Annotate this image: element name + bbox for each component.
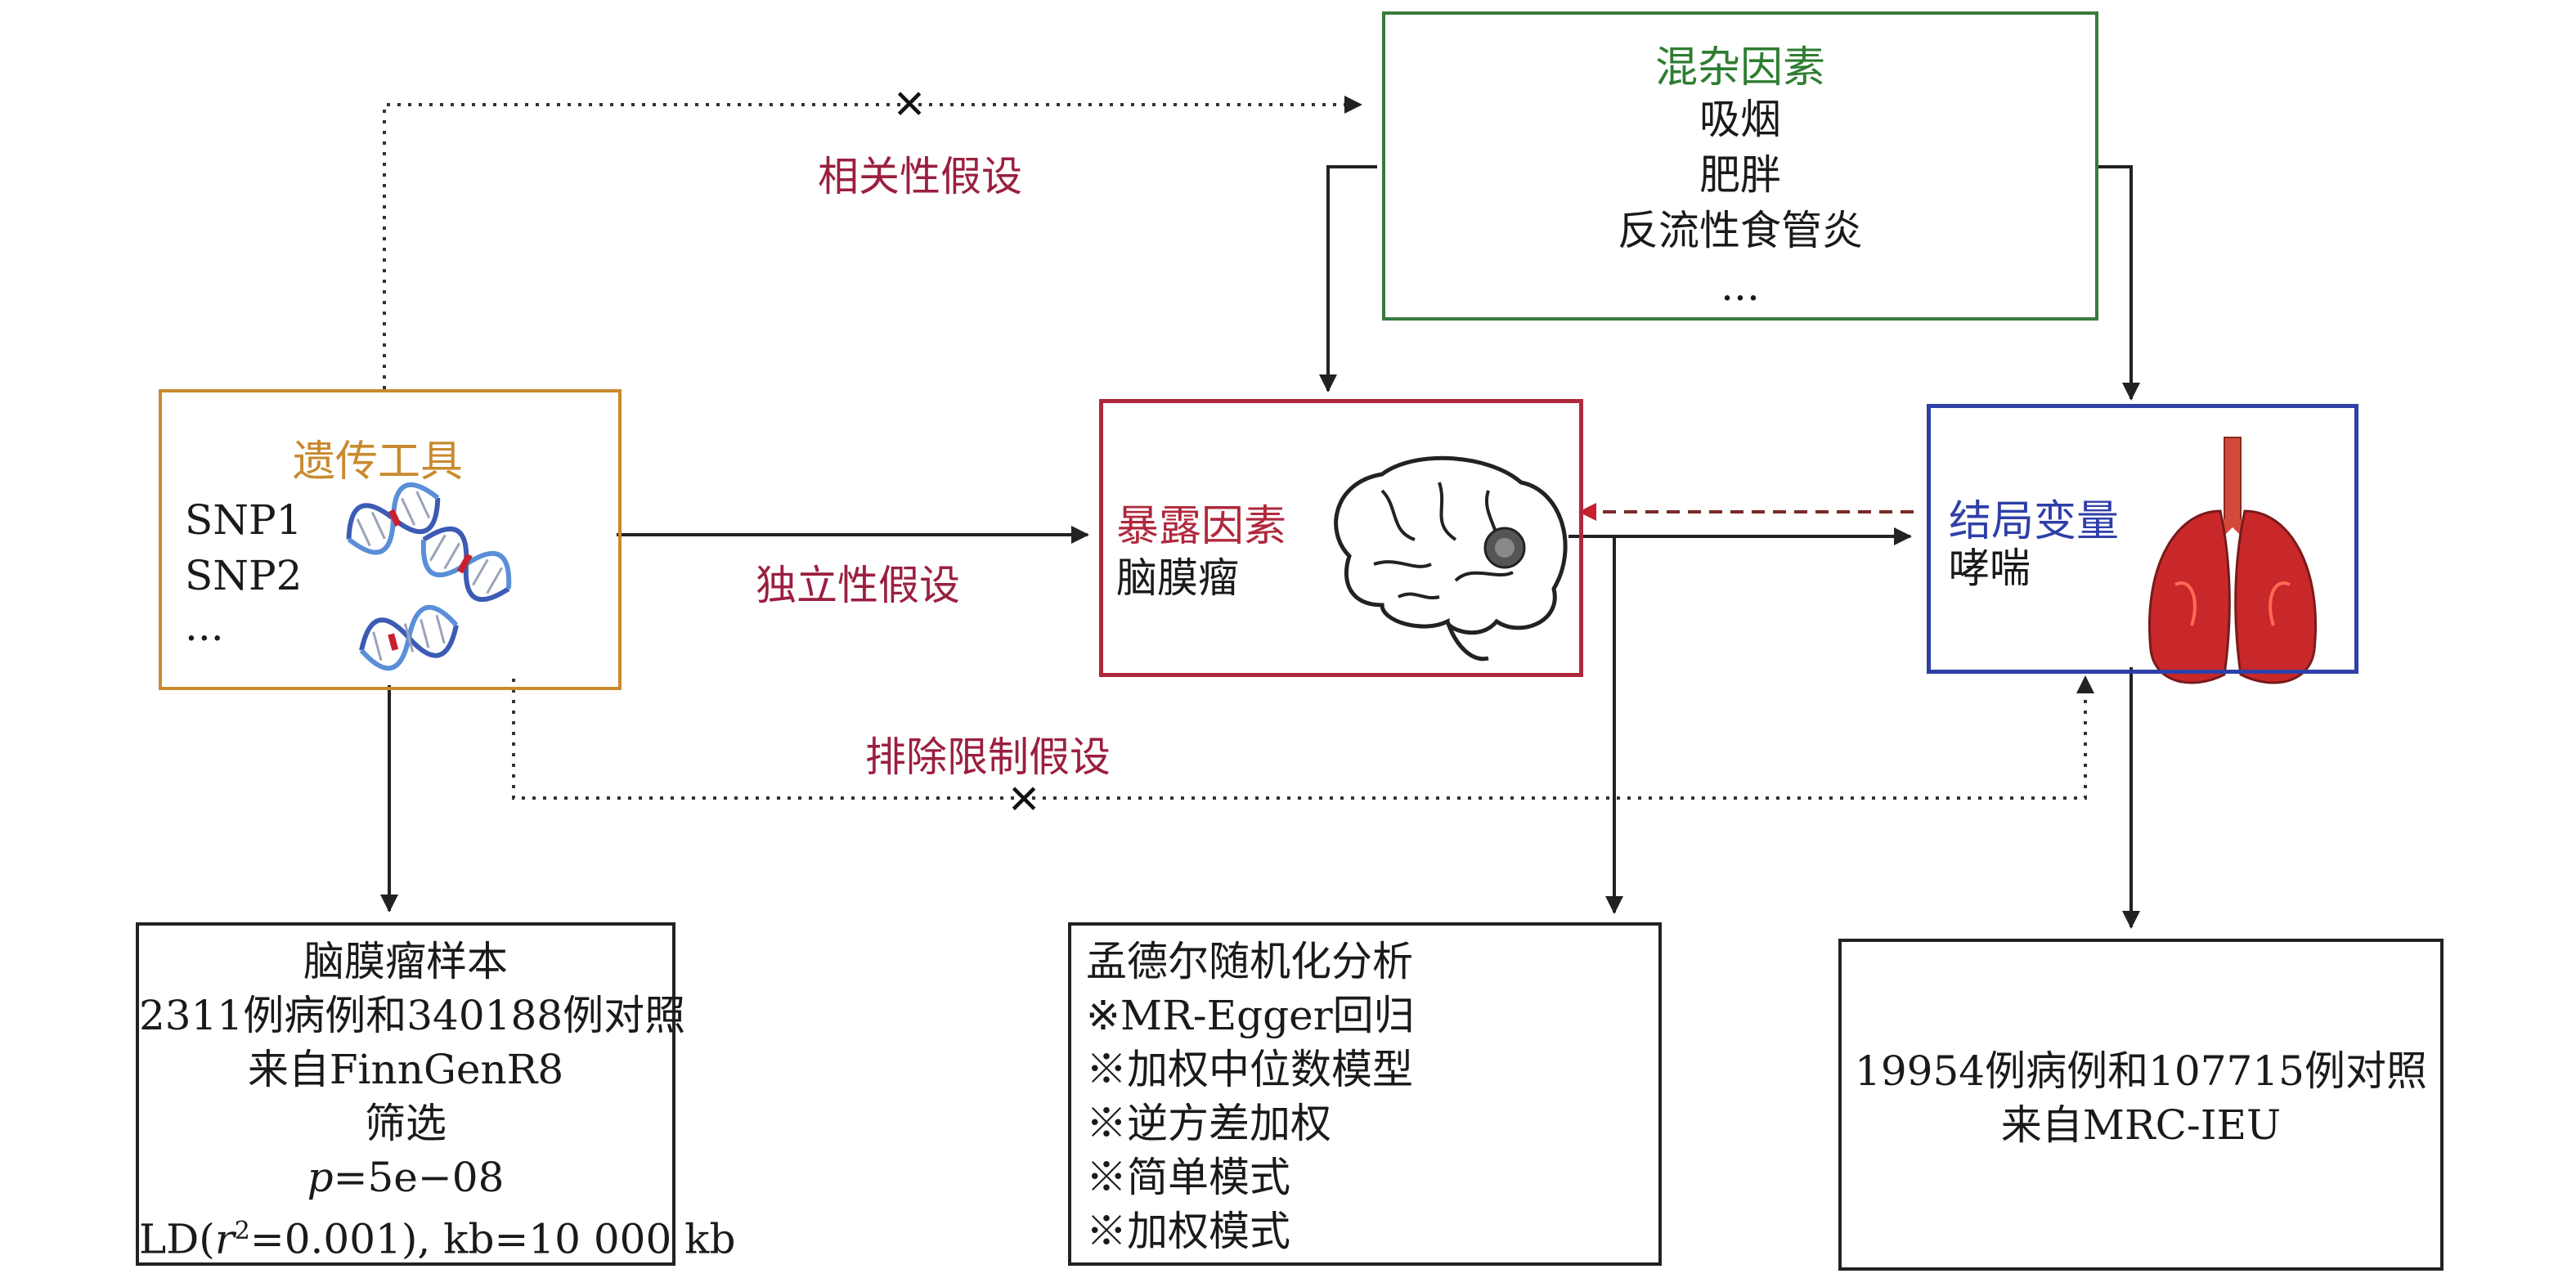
mr-methods-box: 孟德尔随机化分析 ※MR-Egger回归 ※加权中位数模型 ※逆方差加权 ※简单… (1068, 922, 1662, 1266)
confounder-to-exposure-arrow (1319, 165, 1377, 392)
ld-prefix: LD( (139, 1215, 215, 1263)
sample-line: 来自FinnGenR8 (247, 1046, 564, 1093)
genetic-instrument-box: 遗传工具 SNP1 SNP2 ... (159, 389, 622, 690)
exclusion-blocked-mark: × (1008, 769, 1039, 827)
method-item: ※加权中位数模型 (1086, 1046, 1413, 1093)
relevance-connector (383, 96, 1362, 389)
exposure-title: 暴露因素 (1116, 502, 1287, 551)
outcome-sample-line: 来自MRC-IEU (2000, 1101, 2282, 1149)
lungs-icon (2148, 437, 2317, 684)
confounder-item: 肥胖 (1699, 151, 1781, 199)
independence-assumption-label: 独立性假设 (756, 562, 960, 609)
sample-line: 脑膜瘤样本 (303, 938, 508, 985)
dna-icon (346, 482, 512, 671)
ld-line: LD(r2=0.001), kb=10 000 kb (139, 1204, 736, 1267)
meningioma-sample-box: 脑膜瘤样本 2311例病例和340188例对照 来自FinnGenR8 筛选 p… (136, 922, 736, 1267)
exposure-box: 暴露因素 脑膜瘤 (1099, 399, 1583, 677)
p-value-line: p=5e−08 (139, 1150, 672, 1205)
snp-item: SNP1 (185, 496, 303, 544)
ld-rest: =0.001), kb=10 000 kb (249, 1215, 736, 1263)
method-item: ※加权模式 (1086, 1208, 1290, 1255)
relevance-blocked-mark: × (894, 74, 924, 132)
instrument-title: 遗传工具 (293, 437, 464, 487)
ld-superscript: 2 (234, 1217, 250, 1245)
confounders-box: 混杂因素 吸烟 肥胖 反流性食管炎 ... (1382, 11, 2098, 321)
method-item: ※简单模式 (1086, 1154, 1290, 1201)
outcome-name: 哮喘 (1949, 545, 2031, 592)
exclusion-assumption-label: 排除限制假设 (865, 733, 1111, 781)
snp-item: SNP2 (185, 552, 303, 599)
snp-item: ... (185, 603, 224, 650)
outcome-sample-line: 19954例病例和107715例对照 (1855, 1047, 2427, 1095)
outcome-title: 结局变量 (1949, 497, 2120, 546)
asthma-sample-box: 19954例病例和107715例对照 来自MRC-IEU (1838, 939, 2444, 1271)
method-item: ※逆方差加权 (1086, 1100, 1331, 1147)
confounder-item: 反流性食管炎 (1618, 207, 1863, 254)
confounder-item: ... (1721, 262, 1760, 310)
sample-line: 2311例病例和340188例对照 (139, 992, 686, 1039)
confounder-item: 吸烟 (1699, 96, 1781, 143)
p-value: =5e−08 (333, 1154, 505, 1201)
brain-icon (1334, 455, 1568, 661)
ld-r-symbol: r (214, 1215, 235, 1263)
sample-line: 筛选 (365, 1100, 447, 1147)
confounders-title: 混杂因素 (1654, 43, 1825, 92)
outcome-box: 结局变量 哮喘 (1927, 404, 2358, 674)
exposure-name: 脑膜瘤 (1116, 554, 1239, 602)
method-item: ※MR-Egger回归 (1086, 992, 1415, 1039)
p-symbol: p (307, 1154, 334, 1201)
methods-title: 孟德尔随机化分析 (1086, 938, 1413, 985)
exclusion-connector (512, 675, 2094, 800)
relevance-assumption-label: 相关性假设 (818, 153, 1022, 200)
